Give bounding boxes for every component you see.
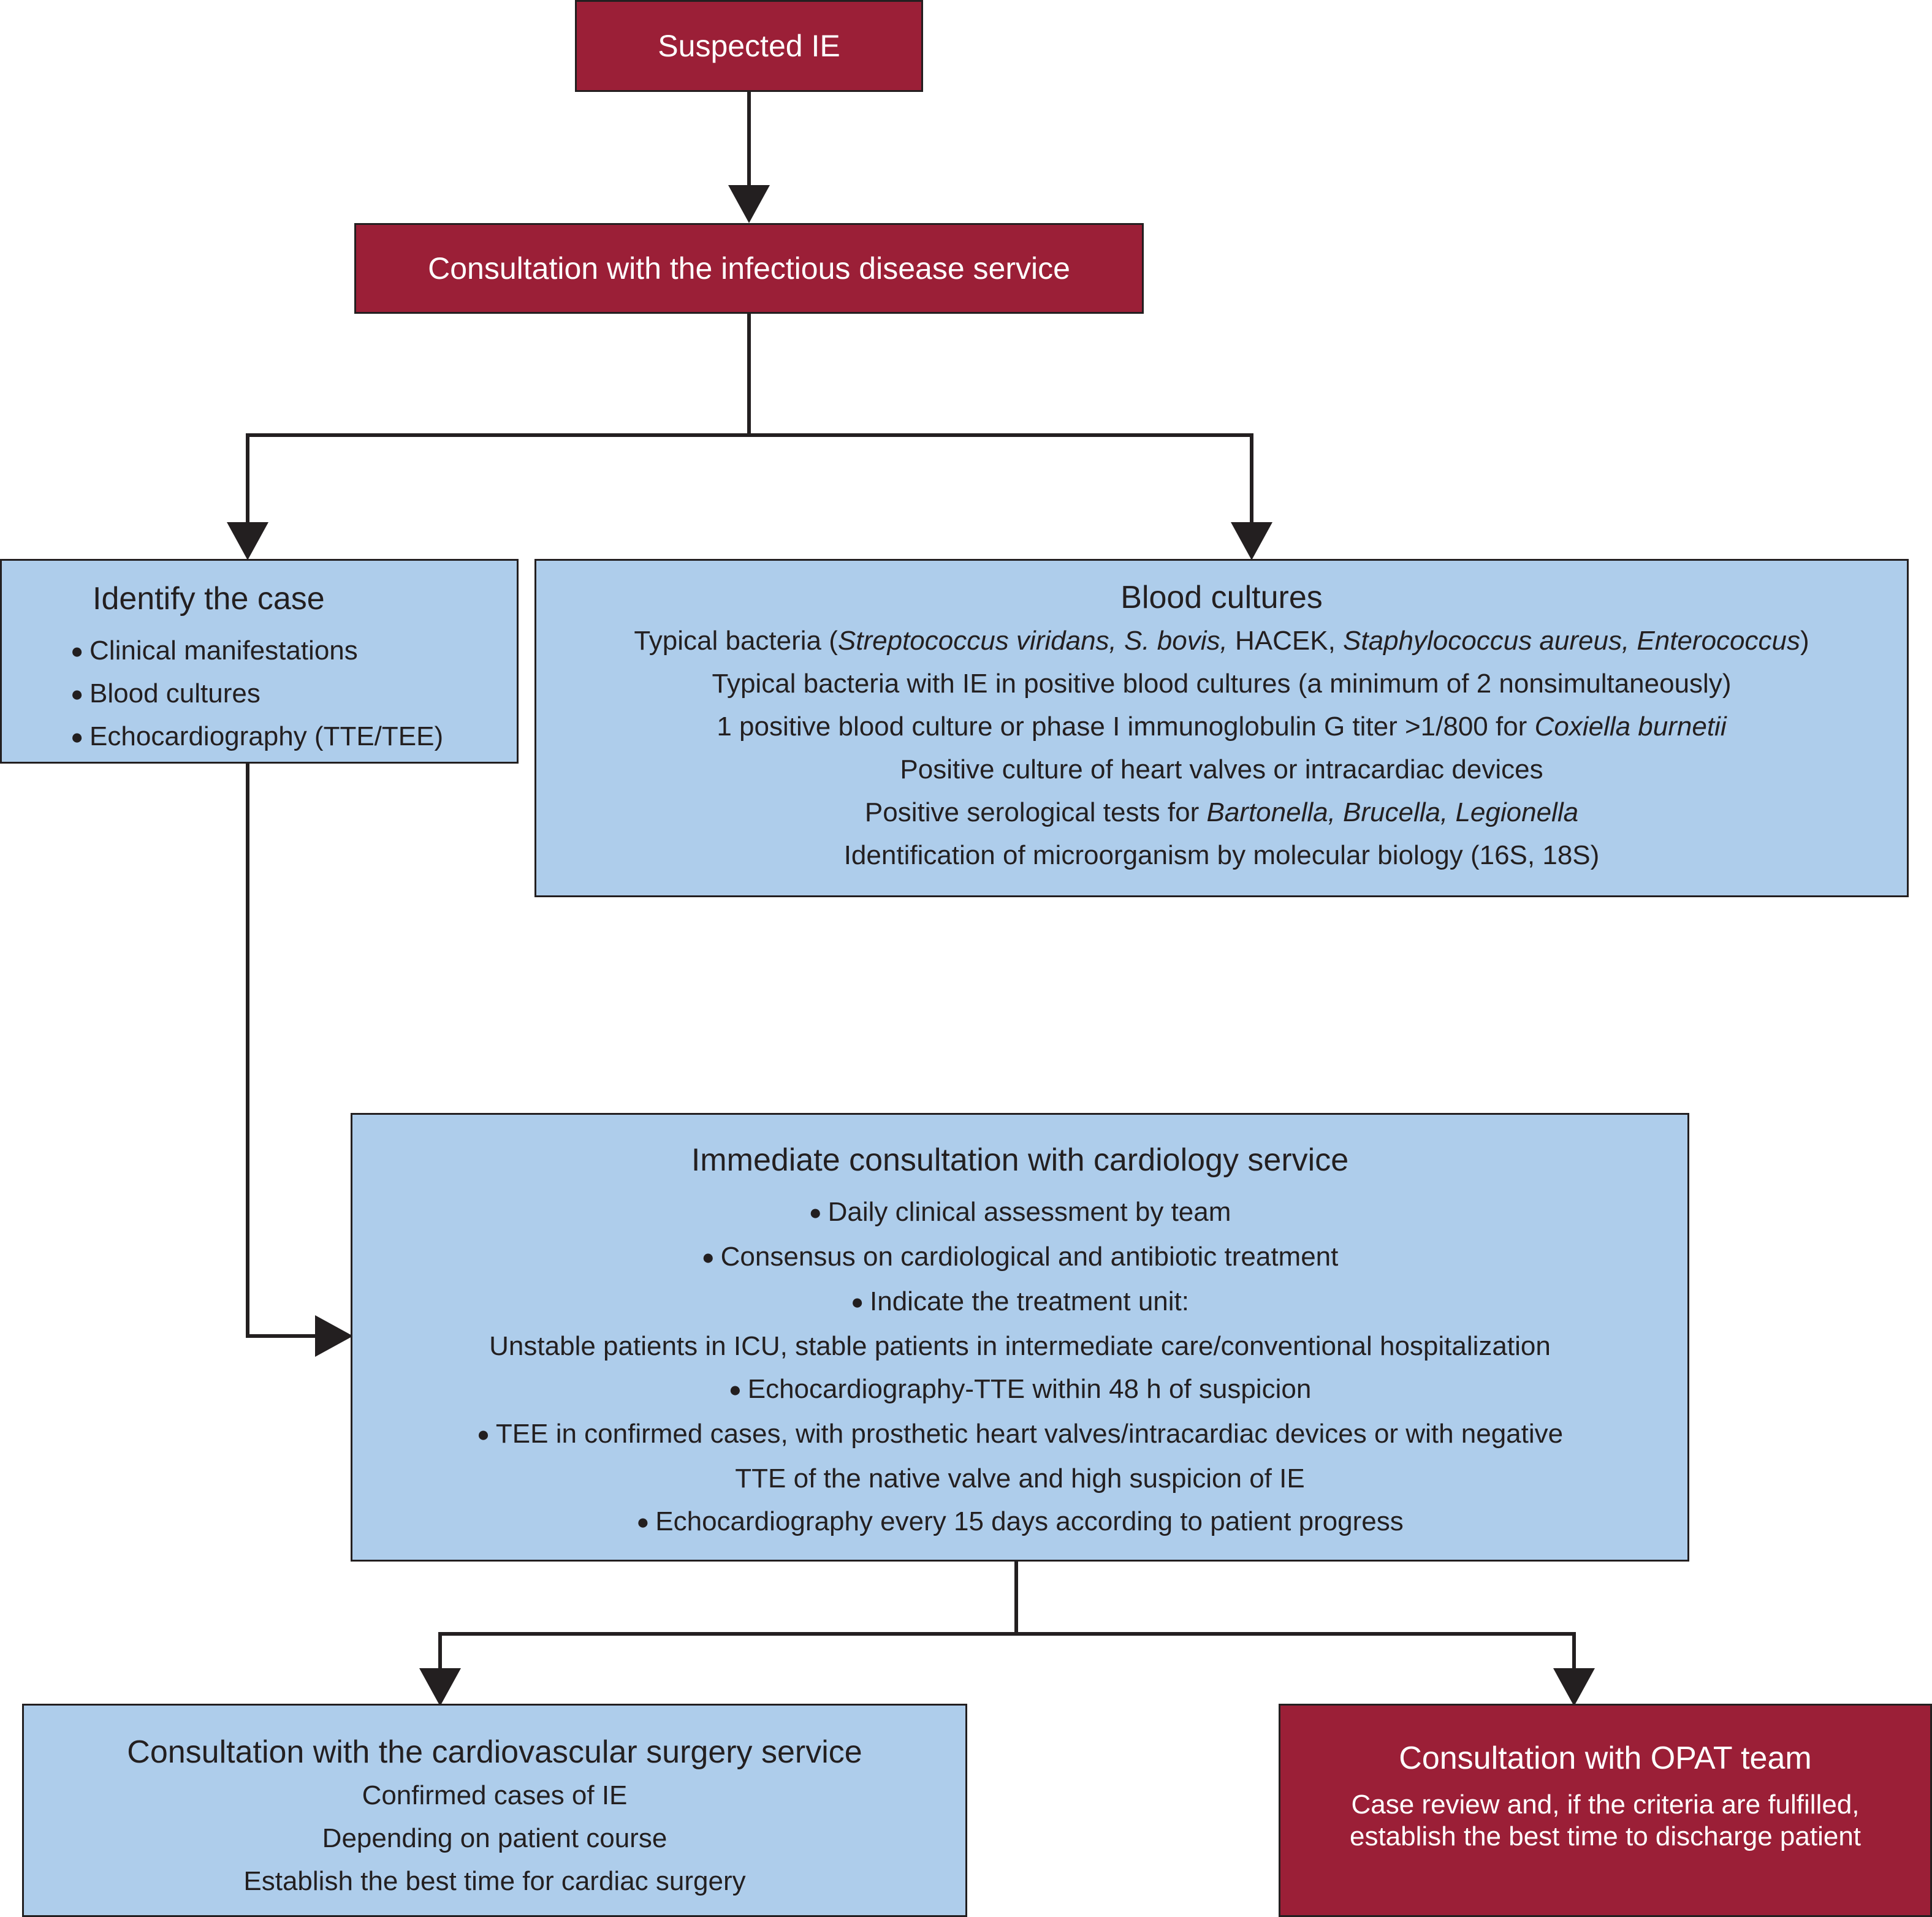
cardiology-box: Immediate consultation with cardiology s… bbox=[351, 1113, 1689, 1562]
blood-line-coxiella: 1 positive blood culture or phase I immu… bbox=[717, 712, 1727, 742]
opat-discharge: establish the best time to discharge pat… bbox=[1349, 1821, 1862, 1851]
identify-item-echo: Echocardiography (TTE/TEE) bbox=[70, 721, 443, 752]
connector-infectious-split bbox=[246, 313, 751, 526]
surgery-box: Consultation with the cardiovascular sur… bbox=[22, 1704, 967, 1917]
arrowhead-cardiology bbox=[315, 1315, 353, 1357]
identify-case-title: Identify the case bbox=[93, 581, 325, 617]
opat-case-review: Case review and, if the criteria are ful… bbox=[1351, 1790, 1860, 1820]
cardiology-unstable-patients: Unstable patients in ICU, stable patient… bbox=[489, 1331, 1551, 1361]
connector-infectious-to-blood bbox=[749, 433, 1253, 526]
blood-cultures-box: Blood cultures Typical bacteria (Strepto… bbox=[534, 559, 1909, 897]
blood-line-positive-cultures: Typical bacteria with IE in positive blo… bbox=[712, 669, 1732, 699]
infectious-disease-box: Consultation with the infectious disease… bbox=[354, 223, 1144, 314]
opat-title: Consultation with OPAT team bbox=[1399, 1740, 1812, 1776]
identify-item-blood: Blood cultures bbox=[70, 678, 261, 709]
cardiology-treatment-unit: Indicate the treatment unit: bbox=[352, 1280, 1687, 1325]
blood-line-heart-valves: Positive culture of heart valves or intr… bbox=[900, 754, 1543, 784]
identify-case-box: Identify the case Clinical manifestation… bbox=[0, 559, 519, 764]
blood-line-serological: Positive serological tests for Bartonell… bbox=[864, 797, 1579, 827]
infectious-disease-label: Consultation with the infectious disease… bbox=[428, 251, 1070, 286]
suspected-ie-label: Suspected IE bbox=[658, 29, 840, 63]
connector-cardiology-split bbox=[438, 1560, 1018, 1673]
arrowhead-blood bbox=[1231, 522, 1272, 560]
surgery-patient-course: Depending on patient course bbox=[322, 1823, 667, 1853]
cardiology-echo-15-days: Echocardiography every 15 days according… bbox=[352, 1500, 1687, 1545]
opat-box: Consultation with OPAT team Case review … bbox=[1279, 1704, 1932, 1917]
cardiology-tte-native-valve: TTE of the native valve and high suspici… bbox=[735, 1463, 1305, 1494]
connector-cardiology-to-opat bbox=[1016, 1632, 1576, 1673]
arrowhead-opat bbox=[1553, 1668, 1595, 1706]
identify-item-clinical: Clinical manifestations bbox=[70, 636, 358, 666]
cardiology-daily-assessment: Daily clinical assessment by team bbox=[352, 1191, 1687, 1236]
cardiology-consensus: Consensus on cardiological and antibioti… bbox=[352, 1236, 1687, 1280]
surgery-title: Consultation with the cardiovascular sur… bbox=[127, 1734, 862, 1770]
blood-line-typical-bacteria: Typical bacteria (Streptococcus viridans… bbox=[634, 626, 1809, 656]
connector-identify-to-cardiology bbox=[246, 762, 319, 1338]
suspected-ie-box: Suspected IE bbox=[575, 0, 923, 92]
arrowhead-infectious bbox=[728, 185, 770, 223]
arrowhead-identify bbox=[227, 522, 268, 560]
arrowhead-surgery bbox=[419, 1668, 461, 1706]
blood-line-molecular: Identification of microorganism by molec… bbox=[843, 840, 1600, 870]
cardiology-title: Immediate consultation with cardiology s… bbox=[691, 1142, 1349, 1178]
blood-cultures-title: Blood cultures bbox=[1120, 580, 1323, 615]
cardiology-tte-48h: Echocardiography-TTE within 48 h of susp… bbox=[352, 1368, 1687, 1413]
surgery-confirmed-cases: Confirmed cases of IE bbox=[362, 1780, 628, 1810]
surgery-best-time: Establish the best time for cardiac surg… bbox=[243, 1866, 746, 1896]
cardiology-tee-confirmed: TEE in confirmed cases, with prosthetic … bbox=[352, 1413, 1687, 1457]
